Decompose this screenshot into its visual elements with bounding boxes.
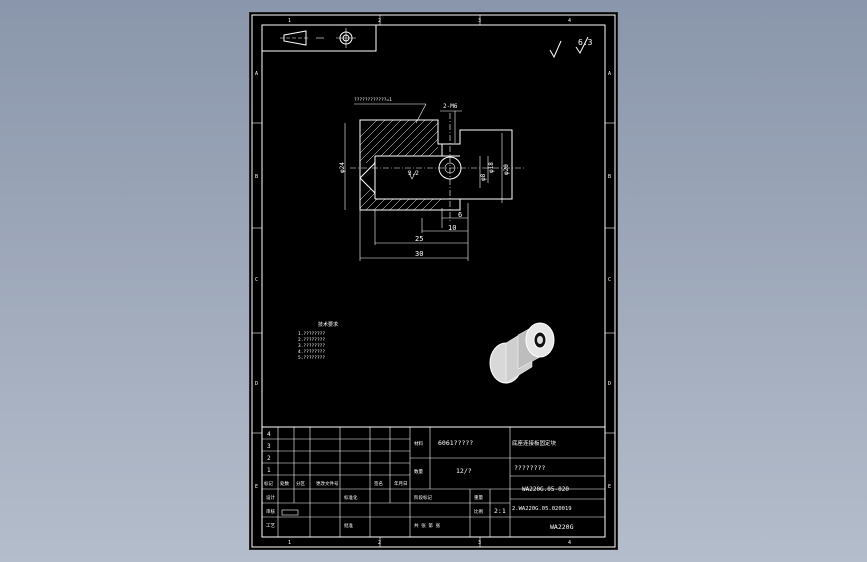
rev-number-1: 1 xyxy=(267,467,271,474)
zone-right-a: A xyxy=(608,71,611,77)
zone-right-c: C xyxy=(608,277,611,283)
note-label: ????????????=1 xyxy=(354,97,392,103)
row-label-design: 设计 xyxy=(266,494,275,501)
dim-30: 30 xyxy=(415,250,423,258)
zone-left-e: E xyxy=(255,484,258,490)
scale-label: 比例 xyxy=(474,508,483,515)
zone-right-d: D xyxy=(608,381,611,387)
projection-symbol xyxy=(261,24,377,52)
company: ???????? xyxy=(514,464,545,472)
dim-2-m6: 2-M6 xyxy=(443,103,458,110)
material-value: 6061????? xyxy=(438,439,473,447)
sheet-label: 共 张 第 张 xyxy=(414,522,441,529)
model: WA220G xyxy=(550,523,574,531)
signature-stamp xyxy=(281,509,299,516)
tech-note-5: 5.???????? xyxy=(298,355,325,361)
zone-top-3: 3 xyxy=(478,18,481,24)
outer-frame xyxy=(251,14,616,548)
roughness-symbol: 6.3 xyxy=(549,36,593,59)
dim-phi8: φ8 xyxy=(480,173,487,181)
tech-note-3: 3.???????? xyxy=(298,343,325,349)
dim-phi18: φ18 xyxy=(488,162,495,173)
part-name: 底座连接板固定块 xyxy=(512,439,557,447)
row-label-process: 工艺 xyxy=(266,523,275,529)
assembly-ref: 2.WA220G.05.020019 xyxy=(512,506,572,512)
weight-label: 重量 xyxy=(474,494,483,501)
row-label-review: 审核 xyxy=(266,508,275,515)
dim-10: 10 xyxy=(448,224,456,232)
leader-note: ????????????=1 2-M6 xyxy=(354,97,462,143)
rev-header-file: 更改文件号 xyxy=(316,480,339,487)
zone-bottom-1: 1 xyxy=(288,540,291,546)
rev-header-mark: 标记 xyxy=(264,480,273,487)
material-label: 材料 xyxy=(414,440,423,447)
zone-bottom-3: 3 xyxy=(478,540,481,546)
tech-note-2: 2.???????? xyxy=(298,337,325,343)
zone-right-e: E xyxy=(608,484,611,490)
zone-left-b: B xyxy=(255,174,258,180)
zone-left-d: D xyxy=(255,381,258,387)
cad-drawing: 1 2 3 4 1 2 3 4 A B C D E A B C D E 6.3 xyxy=(251,14,616,548)
qty-value: 12/? xyxy=(456,467,472,475)
hatch-top xyxy=(360,120,460,164)
tech-notes: 技术要求 1.???????? 2.???????? 3.???????? 4.… xyxy=(298,321,338,361)
zone-top-4: 4 xyxy=(568,18,571,24)
scale-value: 2:1 xyxy=(494,507,506,515)
rev-header-date: 年月日 xyxy=(394,480,408,487)
rev-header-count: 处数 xyxy=(280,480,289,487)
zone-left-c: C xyxy=(255,277,258,283)
qty-label: 数量 xyxy=(414,468,423,475)
zone-top-2: 2 xyxy=(378,18,381,24)
dim-6: 6 xyxy=(458,211,462,219)
zone-right-b: B xyxy=(608,174,611,180)
zone-top-1: 1 xyxy=(288,18,291,24)
rev-header-zone: 分区 xyxy=(296,480,305,487)
title-block: 4 3 2 1 标记 处数 分区 更改文件号 签名 年月日 设计 审核 工艺 标… xyxy=(262,426,605,537)
tech-note-1: 1.???????? xyxy=(298,331,325,337)
rev-number-4: 4 xyxy=(267,431,271,438)
dim-phi24: φ24 xyxy=(339,162,346,173)
rev-header-sign: 签名 xyxy=(374,480,383,487)
rev-number-3: 3 xyxy=(267,443,271,450)
drawing-number: WA220G.05-020 xyxy=(522,486,569,493)
section-view: 3.2 xyxy=(350,113,525,223)
zone-ticks xyxy=(252,15,615,547)
zone-bottom-4: 4 xyxy=(568,540,571,546)
rev-number-2: 2 xyxy=(267,455,271,462)
tech-note-4: 4.???????? xyxy=(298,349,325,355)
dim-25: 25 xyxy=(415,235,423,243)
isometric-part xyxy=(489,322,555,384)
dim-phi20: φ20 xyxy=(503,164,510,175)
dimensions: φ24 φ8 φ18 φ20 6 10 25 30 xyxy=(339,123,510,261)
inner-frame xyxy=(261,24,606,538)
mid-label-std: 标准化 xyxy=(344,494,358,501)
drawing-sheet: 1 2 3 4 1 2 3 4 A B C D E A B C D E 6.3 xyxy=(249,12,618,550)
stage-label: 阶段标记 xyxy=(414,494,432,501)
tech-notes-title: 技术要求 xyxy=(318,321,338,328)
dim-3-2: 3.2 xyxy=(408,170,419,177)
zone-bottom-2: 2 xyxy=(378,540,381,546)
zone-left-a: A xyxy=(255,71,258,77)
mid-label-approve: 批准 xyxy=(344,522,353,529)
